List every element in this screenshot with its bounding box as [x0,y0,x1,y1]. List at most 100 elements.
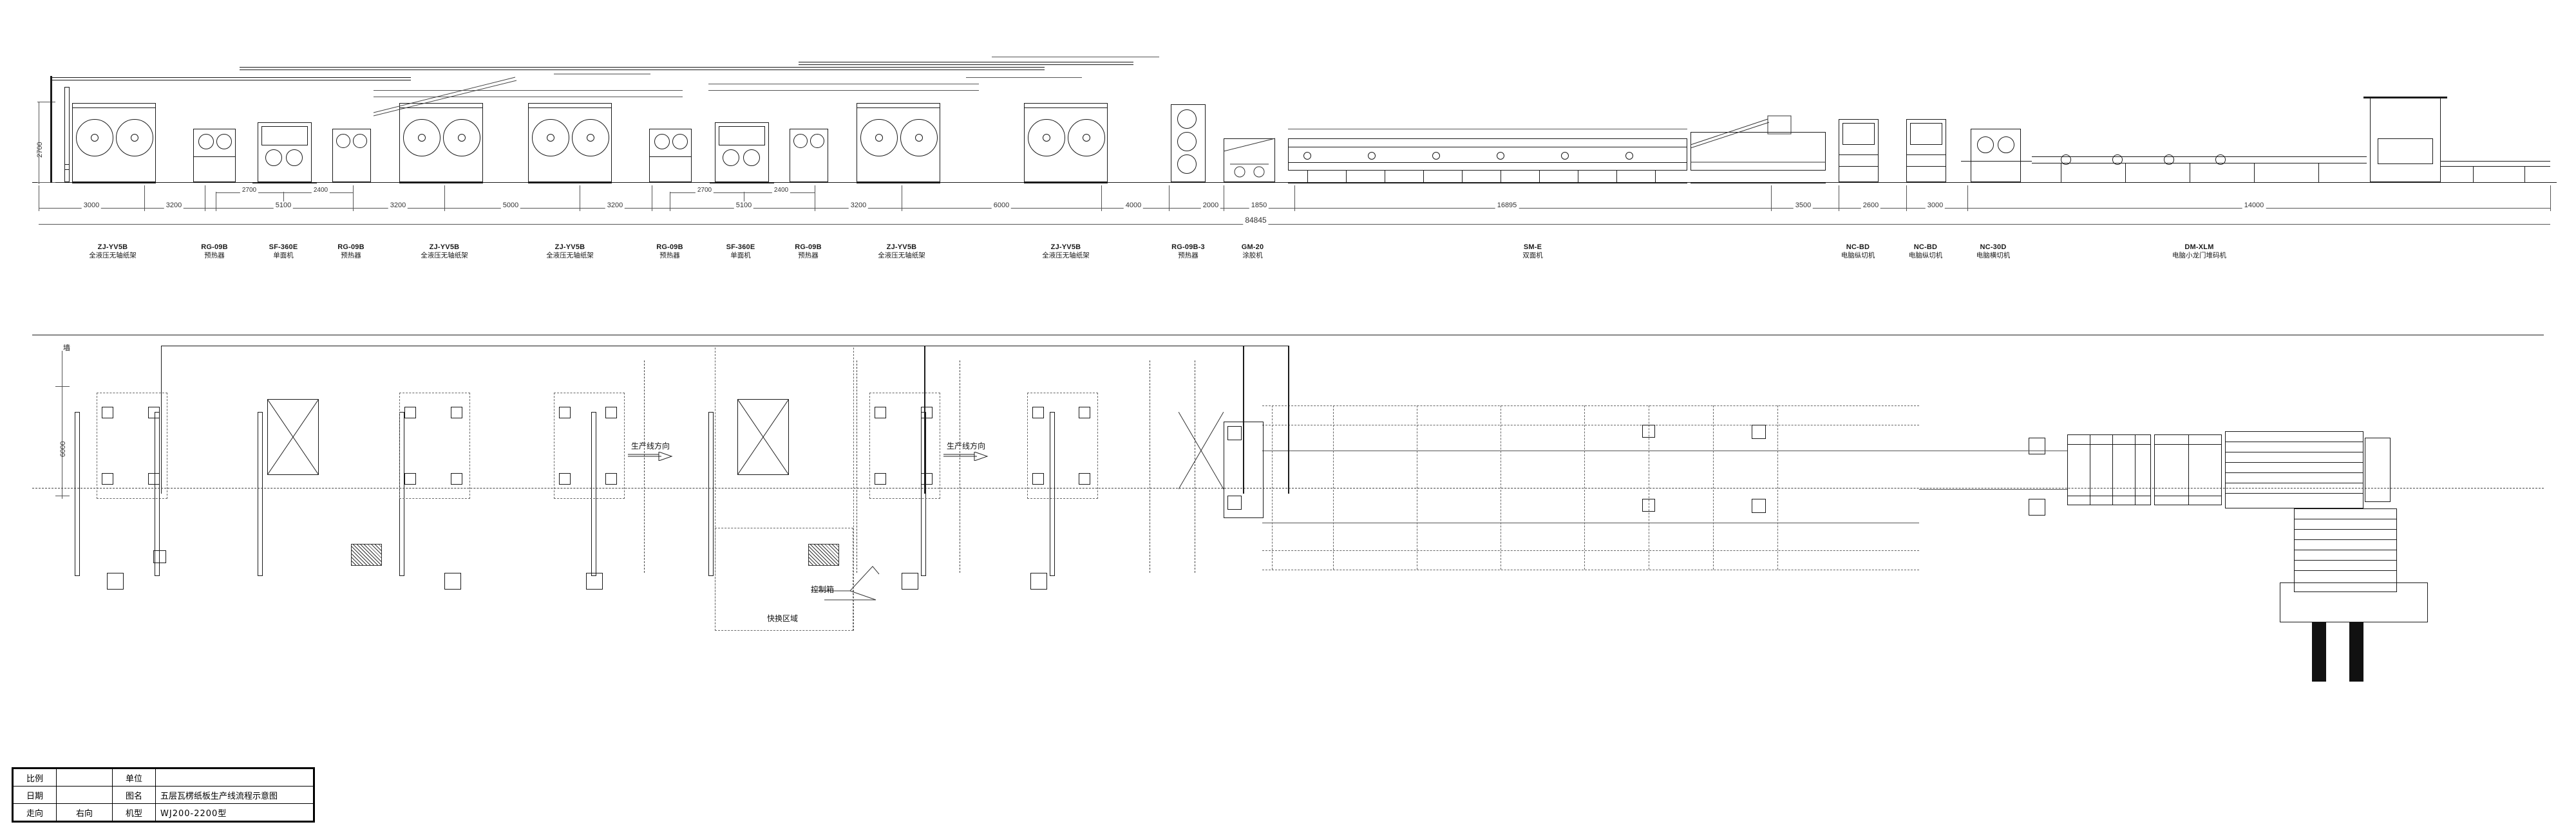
single-facer-2-roll-a [723,149,739,166]
plan-device [107,573,124,590]
nc-slitter-1-head [1842,123,1875,145]
df-leg [1616,171,1617,182]
plan-df-frame [1584,405,1585,570]
glue-machine-frame [1224,138,1275,182]
nc-slitter-1-frame [1839,119,1879,182]
plan-reel-stand-4 [869,393,940,499]
reel-stand-base-2 [399,182,483,183]
equipment-name: 预热器 [341,251,361,259]
dim-ext [1906,185,1907,211]
title-block-value-scale [56,768,113,787]
plan-df-edge-bottom [1262,550,1919,551]
equipment-code: ZJ-YV5B [429,243,460,251]
title-block-value-drawing: 五层瓦楞纸板生产线流程示意图 [155,786,314,804]
plan-anchor [559,473,571,485]
double-facer-base [1288,182,1687,183]
equipment-name: 涂胶机 [1242,251,1263,259]
outfeed-roller [2112,154,2123,165]
dim-ext [1101,185,1102,211]
dim-value: 5000 [500,201,521,209]
title-block-key-direction: 走向 [13,803,57,821]
incline-conveyor-lines [373,73,650,116]
dim-line-sub-1 [216,192,353,193]
equipment-code: NC-BD [1846,243,1870,251]
df-roller [1625,152,1633,160]
paper-reel-1 [76,119,113,156]
plan-stacker-gantry [2225,431,2363,508]
paper-reel-9 [1028,119,1065,156]
dim-value: 5100 [734,201,754,209]
reel-stand-top-4 [857,103,940,108]
paper-reel-5 [532,119,569,156]
plan-equipment-pad-1 [351,544,382,566]
plan-reel-stand-5 [1027,393,1098,499]
plan-anchor [1642,499,1655,512]
title-block-value-direction: 右向 [56,803,113,821]
dim-value: 6000 [991,201,1012,209]
left-column [50,76,52,183]
plan-anchor [451,473,462,485]
plan-discharge-leg-left [2312,622,2326,682]
left-post-foot [64,164,70,170]
dim-value: 2400 [772,187,791,194]
bridge-truss-3 [966,77,1082,78]
dim-value: 3000 [1925,201,1946,209]
plan-single-facer-1 [267,399,319,475]
equipment-code: GM-20 [1241,243,1264,251]
equipment-code: NC-30D [1980,243,2007,251]
plan-device [444,573,461,590]
single-facer-2-frame [715,122,769,182]
plan-note-direction-1: 生产线方向 [630,442,670,451]
frame-rail-upper-1 [50,77,411,78]
preheater-2-drum-a [336,134,350,148]
paper-reel-2-hub [131,134,138,142]
df-roller [1368,152,1376,160]
plan-rail [708,412,714,576]
dim-value: 3000 [81,201,102,209]
cooling-section-frame [1690,132,1826,171]
reel-stand-top-5 [1024,103,1108,108]
single-facer-2-head [719,126,765,145]
dim-ext [2550,185,2551,211]
paper-reel-2 [116,119,153,156]
plan-discharge-rail [2294,570,2397,571]
reel-stand-top-3 [528,103,612,108]
single-facer-2-base [710,182,774,183]
dim-value: 3500 [1793,201,1814,209]
plan-anchor [102,407,113,418]
plan-anchor [2029,499,2045,516]
equipment-name: 全液压无轴纸架 [421,251,468,259]
plan-discharge-base [2280,582,2428,622]
plan-rail [75,412,80,576]
outfeed-conveyor-top [2032,156,2367,157]
single-facer-1-head [261,126,308,145]
plan-anchor [1227,426,1242,440]
title-block-value-unit [155,768,314,787]
plan-anchor [875,407,886,418]
stacker-platform [2378,138,2433,164]
paper-reel-3 [403,119,440,156]
plan-nc-cutoff-divider [2188,434,2189,505]
discharge-conveyor [2441,161,2550,162]
df-roller [1561,152,1569,160]
equipment-name: 全液压无轴纸架 [1042,251,1090,259]
equipment-name: 预热器 [659,251,680,259]
equipment-name: 预热器 [1178,251,1198,259]
preheater-4-drum-a [793,134,808,148]
equipment-name: 单面机 [730,251,751,259]
equipment-code: NC-BD [1913,243,1938,251]
preheater-stack-drum-2 [1177,132,1197,151]
preheater-2-frame [332,129,371,182]
equipment-code: RG-09B [337,243,365,251]
outfeed-roller [2061,154,2071,165]
equipment-name: 双面机 [1522,251,1543,259]
plan-zone-edge-right [853,348,854,631]
